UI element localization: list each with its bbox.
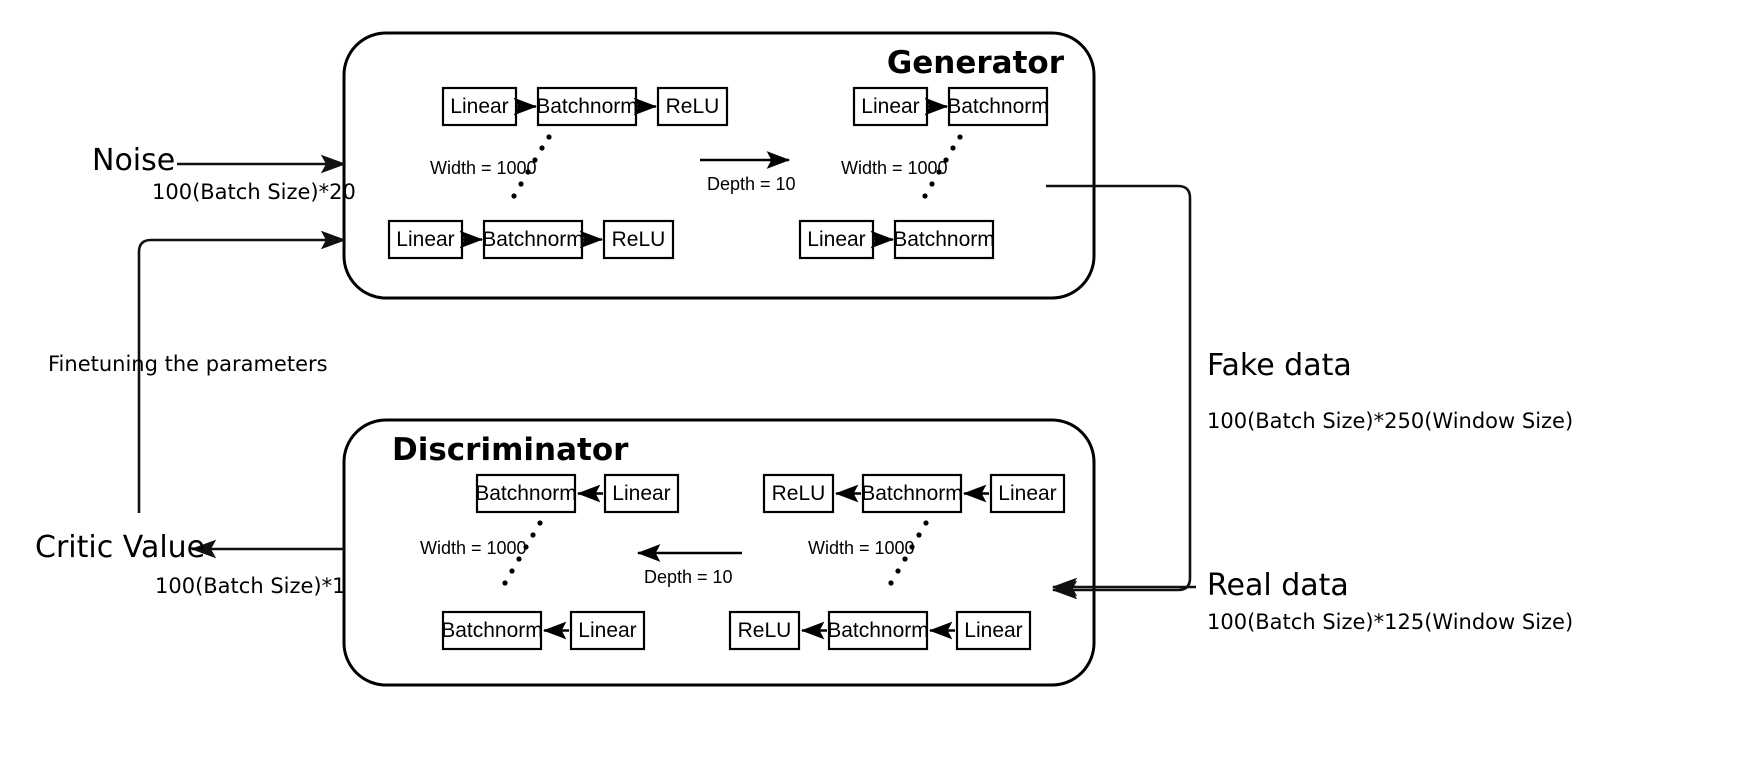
discriminator-bottom-right-chain: ReLU Batchnorm Linear bbox=[728, 610, 1032, 651]
real-data-label: Real data bbox=[1207, 568, 1349, 603]
node-label-linear: Linear bbox=[578, 619, 636, 642]
node-label-linear: Linear bbox=[998, 482, 1056, 505]
node-label-relu: ReLU bbox=[612, 228, 666, 251]
discriminator-ellipsis-left bbox=[502, 520, 543, 586]
node-box-relu[interactable] bbox=[602, 219, 675, 260]
node-label-linear: Linear bbox=[964, 619, 1022, 642]
discriminator-depth-indicator: Depth = 10 bbox=[636, 544, 742, 587]
critic-value-label: Critic Value bbox=[35, 530, 206, 565]
noise-shape-label: 100(Batch Size)*20 bbox=[152, 180, 356, 204]
node-box-linear[interactable] bbox=[441, 86, 518, 127]
finetuning-feedback-arrow bbox=[137, 230, 347, 513]
discriminator-depth-label: Depth = 10 bbox=[644, 567, 733, 587]
node-label-batchnorm: Batchnorm bbox=[441, 619, 543, 642]
generator-panel: Generator Linear Batchnorm ReLU Linear B… bbox=[342, 31, 1096, 300]
node-box-relu[interactable] bbox=[728, 610, 801, 651]
real-data-shape-label: 100(Batch Size)*125(Window Size) bbox=[1207, 610, 1574, 634]
node-box-batchnorm[interactable] bbox=[482, 219, 584, 260]
generator-bottom-right-chain: Linear Batchnorm bbox=[798, 219, 995, 260]
node-label-linear: Linear bbox=[612, 482, 670, 505]
generator-depth-label: Depth = 10 bbox=[707, 174, 796, 194]
generator-width-label-left: Width = 1000 bbox=[430, 158, 537, 178]
discriminator-panel-outline bbox=[342, 418, 1096, 687]
node-box-linear[interactable] bbox=[798, 219, 875, 260]
discriminator-ellipsis-right bbox=[888, 520, 929, 586]
generator-depth-indicator: Depth = 10 bbox=[700, 151, 796, 194]
node-box-linear[interactable] bbox=[387, 219, 464, 260]
node-label-batchnorm: Batchnorm bbox=[482, 228, 584, 251]
node-box-linear[interactable] bbox=[569, 610, 646, 651]
node-box-batchnorm[interactable] bbox=[947, 86, 1049, 127]
generator-ellipsis-right bbox=[922, 134, 963, 199]
node-box-batchnorm[interactable] bbox=[475, 473, 577, 514]
critic-value-shape-label: 100(Batch Size)*1 bbox=[155, 574, 346, 598]
node-label-linear: Linear bbox=[807, 228, 865, 251]
node-label-linear: Linear bbox=[450, 95, 508, 118]
discriminator-bottom-left-chain: Batchnorm Linear bbox=[441, 610, 646, 651]
generator-top-left-chain: Linear Batchnorm ReLU bbox=[441, 86, 729, 127]
discriminator-width-label-left: Width = 1000 bbox=[420, 538, 527, 558]
discriminator-top-left-chain: Batchnorm Linear bbox=[475, 473, 680, 514]
fake-data-label: Fake data bbox=[1207, 348, 1352, 383]
node-label-batchnorm: Batchnorm bbox=[827, 619, 929, 642]
fake-data-arrow bbox=[1046, 184, 1192, 600]
noise-label: Noise bbox=[92, 143, 176, 178]
node-label-linear: Linear bbox=[396, 228, 454, 251]
node-box-relu[interactable] bbox=[762, 473, 835, 514]
node-label-linear: Linear bbox=[861, 95, 919, 118]
node-box-batchnorm[interactable] bbox=[827, 610, 929, 651]
node-label-batchnorm: Batchnorm bbox=[536, 95, 638, 118]
node-box-batchnorm[interactable] bbox=[861, 473, 963, 514]
node-box-batchnorm[interactable] bbox=[893, 219, 995, 260]
generator-top-right-chain: Linear Batchnorm bbox=[852, 86, 1049, 127]
discriminator-top-right-chain: ReLU Batchnorm Linear bbox=[762, 473, 1066, 514]
node-label-batchnorm: Batchnorm bbox=[475, 482, 577, 505]
node-label-relu: ReLU bbox=[666, 95, 720, 118]
node-label-batchnorm: Batchnorm bbox=[947, 95, 1049, 118]
node-label-batchnorm: Batchnorm bbox=[893, 228, 995, 251]
discriminator-panel: Discriminator Batchnorm Linear Batchnorm… bbox=[342, 418, 1096, 687]
node-box-relu[interactable] bbox=[656, 86, 729, 127]
generator-bottom-left-chain: Linear Batchnorm ReLU bbox=[387, 219, 675, 260]
generator-title: Generator bbox=[887, 45, 1065, 81]
fake-data-shape-label: 100(Batch Size)*250(Window Size) bbox=[1207, 409, 1574, 433]
generator-ellipsis-left bbox=[511, 134, 552, 199]
discriminator-title: Discriminator bbox=[392, 432, 629, 468]
generator-width-label-right: Width = 1000 bbox=[841, 158, 948, 178]
node-label-relu: ReLU bbox=[738, 619, 792, 642]
node-box-linear[interactable] bbox=[989, 473, 1066, 514]
finetuning-label: Finetuning the parameters bbox=[48, 352, 328, 376]
node-box-linear[interactable] bbox=[955, 610, 1032, 651]
discriminator-width-label-right: Width = 1000 bbox=[808, 538, 915, 558]
node-box-batchnorm[interactable] bbox=[441, 610, 543, 651]
node-box-linear[interactable] bbox=[603, 473, 680, 514]
node-label-relu: ReLU bbox=[772, 482, 826, 505]
node-label-batchnorm: Batchnorm bbox=[861, 482, 963, 505]
